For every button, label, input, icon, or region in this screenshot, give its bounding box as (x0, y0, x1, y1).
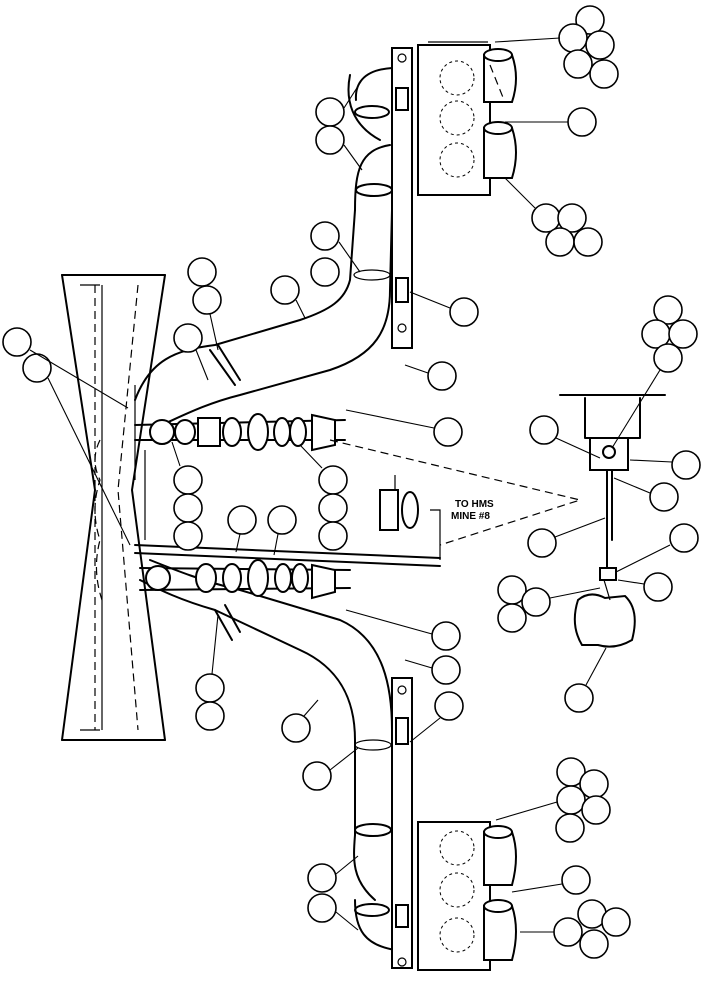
callout-balloon (545, 227, 575, 257)
venturi-housing (61, 274, 166, 741)
callout-balloon (318, 521, 348, 551)
callout-balloon (558, 23, 588, 53)
callout-balloon (669, 523, 699, 553)
callout-balloon (192, 285, 222, 315)
callout-balloon (671, 450, 701, 480)
callout-balloon (575, 5, 605, 35)
callout-balloon (434, 691, 464, 721)
lower-filter-box (417, 821, 517, 971)
callout-balloon (307, 893, 337, 923)
callout-balloons (2, 5, 701, 959)
upper-duct (134, 67, 393, 431)
callout-balloon (2, 327, 32, 357)
callout-balloon (579, 929, 609, 959)
callout-balloon (653, 343, 683, 373)
callout-balloon (556, 785, 586, 815)
note-line-1: TO HMS (455, 499, 494, 510)
callout-balloon (173, 323, 203, 353)
callout-balloon (433, 417, 463, 447)
callout-balloon (649, 482, 679, 512)
callout-balloon (267, 505, 297, 535)
callout-balloon (585, 30, 615, 60)
upper-coupling-train (134, 385, 346, 540)
callout-balloon (431, 621, 461, 651)
callout-balloon (173, 493, 203, 523)
callout-balloon (564, 683, 594, 713)
note-text: TO HMS MINE #8 (451, 499, 494, 522)
callout-balloon (581, 795, 611, 825)
callout-balloon (643, 572, 673, 602)
valve-assembly-detail (559, 394, 666, 648)
upper-filter-box (417, 41, 517, 196)
note-line-2: MINE #8 (451, 511, 490, 522)
callout-balloon (555, 813, 585, 843)
callout-balloon (173, 521, 203, 551)
callout-balloon (302, 761, 332, 791)
callout-balloon (553, 917, 583, 947)
lower-coupling-train (139, 559, 351, 600)
callout-balloon (449, 297, 479, 327)
callout-balloon (653, 295, 683, 325)
callout-balloon (527, 528, 557, 558)
callout-balloon (315, 97, 345, 127)
callout-balloon (307, 863, 337, 893)
callout-balloon (318, 465, 348, 495)
callout-balloon (431, 655, 461, 685)
callout-balloon (227, 505, 257, 535)
callout-balloon (557, 203, 587, 233)
callout-balloon (521, 587, 551, 617)
callout-balloon (601, 907, 631, 937)
callout-balloon (310, 257, 340, 287)
callout-balloon (427, 361, 457, 391)
callout-balloon (563, 49, 593, 79)
callout-balloon (173, 465, 203, 495)
callout-balloon (589, 59, 619, 89)
callout-balloon (497, 603, 527, 633)
callout-balloon (668, 319, 698, 349)
callout-balloon (567, 107, 597, 137)
callout-balloon (561, 865, 591, 895)
callout-balloon (531, 203, 561, 233)
lower-duct (139, 559, 401, 951)
callout-balloon (195, 673, 225, 703)
callout-balloon (315, 125, 345, 155)
callout-balloon (22, 353, 52, 383)
callout-balloon (573, 227, 603, 257)
callout-balloon (270, 275, 300, 305)
callout-balloon (529, 415, 559, 445)
callout-balloon (310, 221, 340, 251)
dashed-leaders (329, 439, 583, 546)
callout-balloon (195, 701, 225, 731)
mounting-bars (391, 47, 413, 969)
callout-balloon (318, 493, 348, 523)
callout-balloon (187, 257, 217, 287)
callout-balloon (281, 713, 311, 743)
